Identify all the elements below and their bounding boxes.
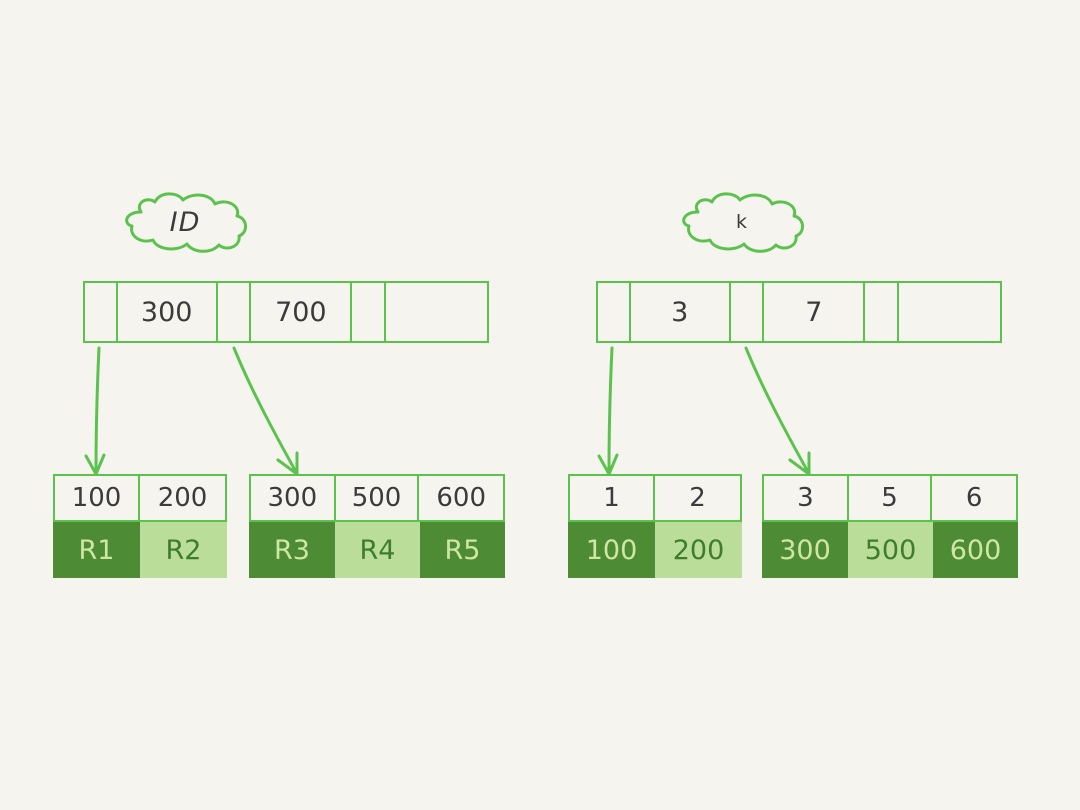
root-pointer-cell-0[interactable] [598, 283, 631, 341]
root-pointer-cell-2[interactable] [352, 283, 387, 341]
leaf-value-row: 100 200 [568, 522, 742, 578]
cloud-outline [125, 192, 247, 253]
leaf-value-cell: R1 [53, 522, 140, 578]
leaf-key-row: 300 500 600 [249, 474, 505, 522]
leaf-value-row: 300 500 600 [762, 522, 1018, 578]
leaf-value-cell: R4 [335, 522, 420, 578]
leaf-key-row: 100 200 [53, 474, 227, 522]
leaf-key-cell: 6 [965, 483, 983, 513]
root-key-cell-7: 7 [764, 283, 866, 341]
leaf-value-row: R1 R2 [53, 522, 227, 578]
internal-node-id: 300 700 [83, 281, 489, 343]
cloud-outline [682, 192, 804, 253]
leaf-key-cell: 3 [764, 476, 849, 520]
leaf-value-row: R3 R4 R5 [249, 522, 505, 578]
leaf-value-cell: R2 [140, 522, 227, 578]
arrow-id-ptr2-to-leaf2 [232, 346, 299, 476]
root-pointer-cell-2[interactable] [865, 283, 900, 341]
cloud-label-text: ID [169, 206, 201, 238]
cloud-label-id: ID [115, 190, 255, 254]
leaf-key-row: 1 2 [568, 474, 742, 522]
leaf-node-k-1: 1 2 100 200 [568, 474, 742, 578]
root-key-cell-300: 300 [118, 283, 218, 341]
leaf-key-cell: 600 [436, 483, 486, 513]
root-key-cell-3: 3 [631, 283, 731, 341]
root-empty-cell [386, 283, 487, 341]
leaf-node-id-2: 300 500 600 R3 R4 R5 [249, 474, 505, 578]
root-pointer-cell-1[interactable] [731, 283, 765, 341]
root-pointer-cell-1[interactable] [218, 283, 252, 341]
leaf-value-cell: 600 [933, 522, 1018, 578]
leaf-value-cell: 500 [848, 522, 933, 578]
internal-node-k: 3 7 [596, 281, 1002, 343]
leaf-key-cell: 100 [55, 476, 141, 520]
arrow-id-ptr1-to-leaf1 [84, 346, 106, 476]
leaf-node-k-2: 3 5 6 300 500 600 [762, 474, 1018, 578]
leaf-value-cell: 200 [655, 522, 742, 578]
root-empty-cell [899, 283, 1000, 341]
leaf-value-cell: R5 [420, 522, 505, 578]
leaf-value-cell: 300 [762, 522, 848, 578]
leaf-key-row: 3 5 6 [762, 474, 1018, 522]
leaf-node-id-1: 100 200 R1 R2 [53, 474, 227, 578]
leaf-key-cell: 300 [251, 476, 336, 520]
cloud-label-k: k [672, 190, 812, 254]
leaf-key-cell: 1 [570, 476, 656, 520]
root-key-cell-700: 700 [251, 283, 353, 341]
leaf-key-cell: 2 [689, 483, 706, 513]
leaf-key-cell: 5 [849, 476, 933, 520]
leaf-value-cell: 100 [568, 522, 655, 578]
arrow-id-ptr1-to-leaf3 [597, 346, 619, 476]
leaf-key-cell: 200 [157, 483, 208, 513]
leaf-value-cell: R3 [249, 522, 335, 578]
leaf-key-cell: 500 [336, 476, 420, 520]
cloud-label-text: k [735, 211, 748, 233]
arrow-id-ptr2-to-leaf4 [744, 346, 811, 476]
root-pointer-cell-0[interactable] [85, 283, 118, 341]
